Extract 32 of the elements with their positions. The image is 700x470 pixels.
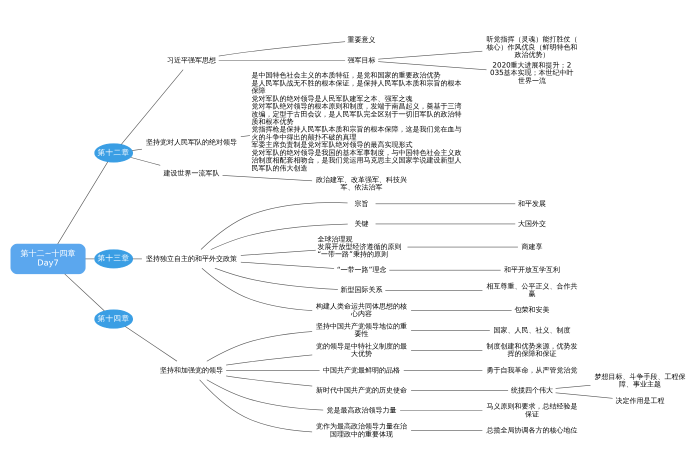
node-box: 第十二~十四章 Day7 — [10, 243, 86, 274]
connector — [130, 156, 161, 166]
connector — [555, 392, 613, 398]
connector — [375, 223, 516, 224]
connector — [132, 148, 142, 150]
connector — [240, 261, 334, 268]
connector — [200, 202, 348, 250]
connector — [555, 384, 591, 388]
connector — [132, 258, 142, 259]
connector — [407, 246, 518, 247]
connector — [57, 160, 108, 244]
connector — [378, 50, 483, 59]
connector — [385, 289, 483, 290]
connector — [240, 249, 316, 256]
connector — [125, 326, 178, 361]
connector — [85, 258, 95, 259]
connector — [375, 203, 516, 204]
connector — [206, 330, 312, 362]
connector — [64, 273, 105, 311]
connector — [226, 375, 313, 386]
connector — [222, 174, 312, 181]
connector — [206, 378, 324, 410]
connector — [378, 60, 487, 70]
connector — [389, 269, 501, 270]
connector — [210, 223, 348, 250]
connector — [226, 354, 313, 365]
connector — [202, 267, 313, 310]
connector — [199, 378, 312, 432]
connector — [214, 267, 338, 290]
connector — [120, 68, 184, 144]
connector — [240, 134, 250, 137]
connector — [218, 40, 346, 56]
